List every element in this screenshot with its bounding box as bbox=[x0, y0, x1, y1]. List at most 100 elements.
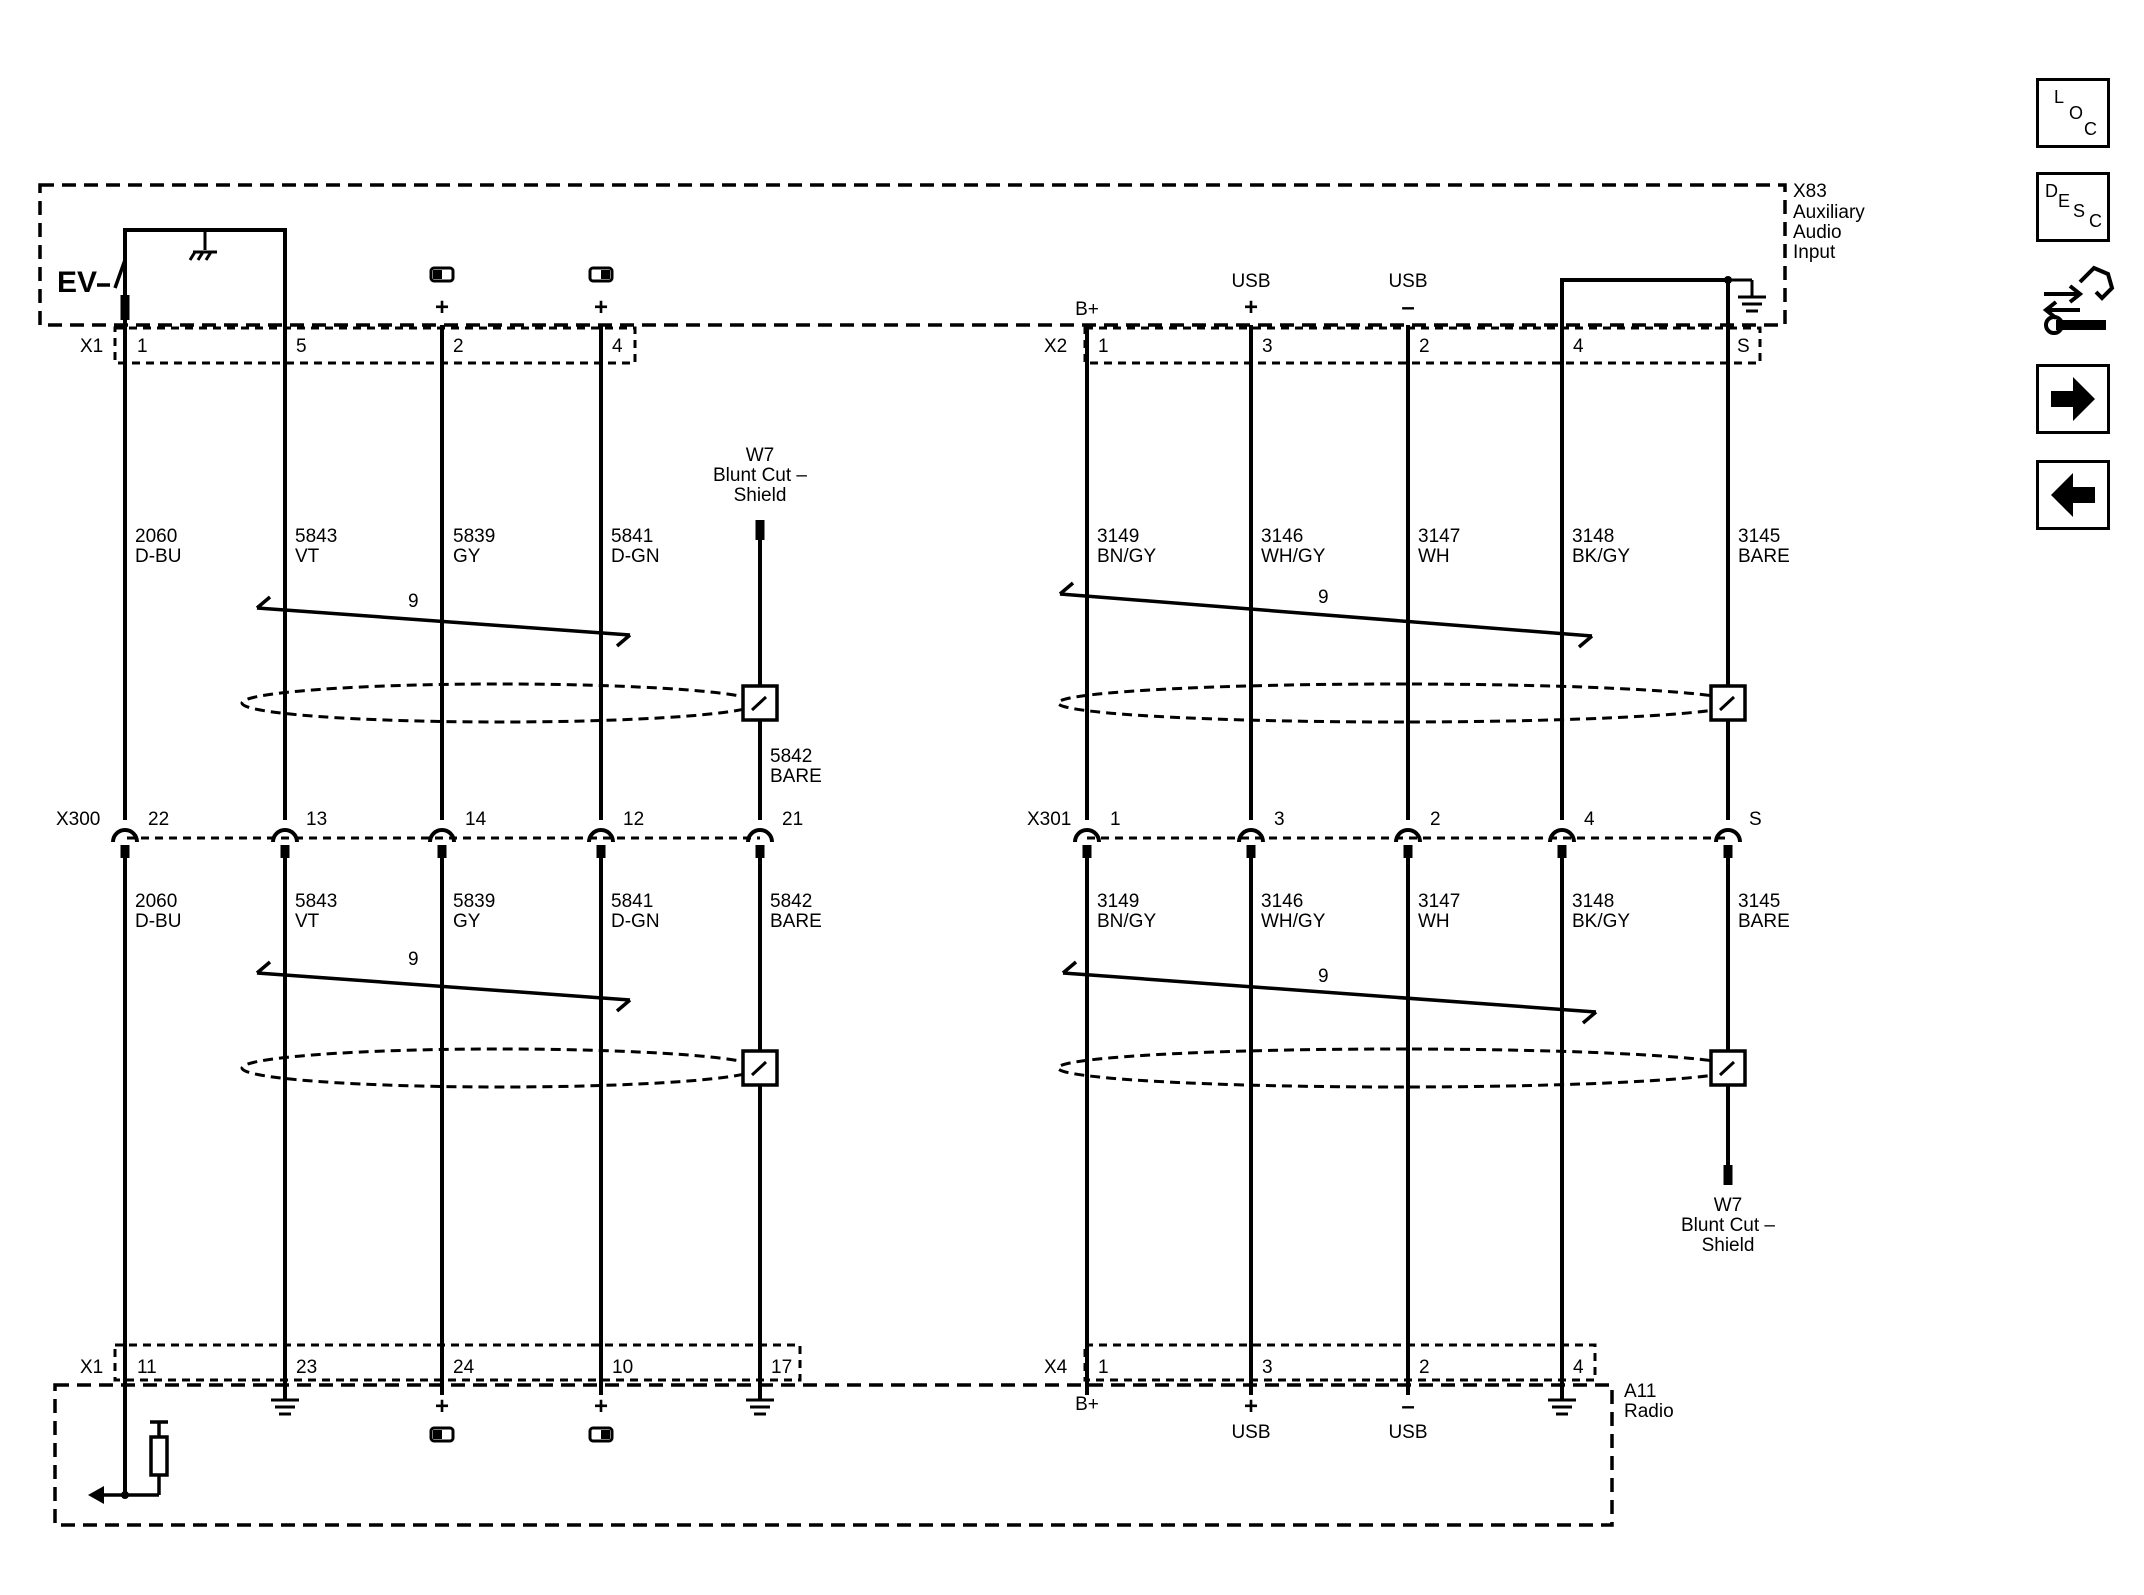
wire-color: WH/GY bbox=[1261, 911, 1326, 932]
shield-ground-icon bbox=[1728, 278, 1766, 313]
back-button[interactable] bbox=[2036, 460, 2110, 530]
upper-wire-labels: 2060 D-BU 5843 VT 5839 GY 5841 D-GN 3149… bbox=[135, 526, 1790, 787]
desc-letter: D bbox=[2045, 181, 2058, 201]
wire-circuit: 2060 bbox=[135, 891, 177, 912]
inline-terminal-arcs bbox=[111, 828, 1742, 843]
wire-circuit: 3148 bbox=[1572, 526, 1614, 547]
connector-outlines bbox=[113, 326, 1762, 1382]
connector-x2-top: X2 bbox=[1044, 336, 1067, 357]
pin-number: 21 bbox=[782, 809, 803, 830]
wire-color: BARE bbox=[1738, 911, 1790, 932]
terminal-b-plus: B+ bbox=[1075, 1394, 1099, 1415]
terminal-usb: USB bbox=[1388, 271, 1427, 292]
radio-input-resistor-icon bbox=[95, 1420, 169, 1497]
wire-color: BARE bbox=[1738, 546, 1790, 567]
pin-number: 4 bbox=[1573, 336, 1584, 357]
twist-label: 9 bbox=[1318, 587, 1329, 608]
w7-line2: Shield bbox=[1702, 1235, 1755, 1256]
wire-circuit: 5841 bbox=[611, 891, 653, 912]
a11-ref: A11 bbox=[1624, 1381, 1656, 1402]
pin-number: 17 bbox=[771, 1357, 792, 1378]
pin-number: 3 bbox=[1274, 809, 1285, 830]
desc-letter: S bbox=[2073, 201, 2086, 221]
connector-x1-bottom: X1 bbox=[80, 1357, 103, 1378]
wire-circuit: 3146 bbox=[1261, 891, 1303, 912]
wire-circuit: 5842 bbox=[770, 891, 812, 912]
twist-label: 9 bbox=[1318, 966, 1329, 987]
wire-color: GY bbox=[453, 911, 481, 932]
terminal-usb: USB bbox=[1388, 1422, 1427, 1443]
pin-number: 1 bbox=[1098, 336, 1109, 357]
wire-circuit: 3147 bbox=[1418, 891, 1460, 912]
wire-circuit: 5843 bbox=[295, 526, 337, 547]
wire-circuit: 5842 bbox=[770, 746, 812, 767]
wire-circuit: 3145 bbox=[1738, 891, 1780, 912]
terminal-stubs bbox=[120, 295, 1733, 1185]
w7-line1: Blunt Cut – bbox=[1681, 1215, 1775, 1236]
pin-number: 3 bbox=[1262, 336, 1273, 357]
twist-label: 9 bbox=[408, 591, 419, 612]
wire-color: BN/GY bbox=[1097, 911, 1156, 932]
wire-color: GY bbox=[453, 546, 481, 567]
wire-color: WH bbox=[1418, 546, 1450, 567]
loc-letter: L bbox=[2054, 87, 2065, 107]
loc-button[interactable]: L O C bbox=[2036, 78, 2110, 148]
terminal-plus: + bbox=[1244, 294, 1258, 321]
chassis-ground-icon bbox=[188, 230, 217, 261]
input-arrow-icon bbox=[88, 1486, 104, 1504]
wire-circuit: 3149 bbox=[1097, 526, 1139, 547]
terminal-plus: + bbox=[594, 294, 608, 321]
wire-circuit: 3147 bbox=[1418, 526, 1460, 547]
ev-switch-icon bbox=[97, 259, 127, 289]
wire-color: BK/GY bbox=[1572, 546, 1630, 567]
twist-marks bbox=[255, 581, 1598, 1025]
shield-ellipses bbox=[240, 682, 1740, 1089]
wire-circuit: 2060 bbox=[135, 526, 177, 547]
shield-drain-boxes bbox=[741, 684, 1747, 1087]
pin-number: 4 bbox=[1584, 809, 1595, 830]
loc-letter: C bbox=[2084, 119, 2097, 139]
lower-wire-labels: 2060 D-BU 5843 VT 5839 GY 5841 D-GN 5842… bbox=[135, 891, 1790, 932]
x83-name-line3: Input bbox=[1793, 242, 1836, 263]
x83-component-box bbox=[38, 183, 1787, 327]
pin-number: 24 bbox=[453, 1357, 475, 1378]
pin-number: 5 bbox=[296, 336, 307, 357]
pin-number: 4 bbox=[612, 336, 623, 357]
wire-color: BARE bbox=[770, 766, 822, 787]
wire-circuit: 5843 bbox=[295, 891, 337, 912]
w7-line1: Blunt Cut – bbox=[713, 465, 807, 486]
wires bbox=[123, 228, 1730, 1495]
connector-x4-bottom: X4 bbox=[1044, 1357, 1068, 1378]
x83-terminal-symbols bbox=[429, 266, 614, 283]
pin-number: S bbox=[1737, 336, 1750, 357]
connector-x1-top: X1 bbox=[80, 336, 103, 357]
wire-color: BARE bbox=[770, 911, 822, 932]
w7-line2: Shield bbox=[734, 485, 787, 506]
x83-name-line2: Audio bbox=[1793, 222, 1842, 243]
loc-letter: O bbox=[2069, 103, 2084, 123]
terminal-minus: – bbox=[1401, 1393, 1414, 1420]
a11-terminal-symbols bbox=[429, 1426, 614, 1443]
terminal-usb: USB bbox=[1231, 271, 1270, 292]
a11-name: Radio bbox=[1624, 1401, 1674, 1422]
wire-circuit: 3146 bbox=[1261, 526, 1303, 547]
x83-ref: X83 bbox=[1793, 181, 1827, 202]
splice-dot bbox=[1724, 276, 1732, 284]
desc-letter: E bbox=[2058, 191, 2071, 211]
desc-button[interactable]: D E S C bbox=[2036, 172, 2110, 242]
terminal-plus: + bbox=[435, 1393, 449, 1420]
pin-number: 1 bbox=[1110, 809, 1121, 830]
desc-letter: C bbox=[2089, 211, 2102, 231]
pin-number: 3 bbox=[1262, 1357, 1273, 1378]
connector-x300: X300 bbox=[56, 809, 100, 830]
pin-number: 12 bbox=[623, 809, 644, 830]
wire-circuit: 5839 bbox=[453, 526, 495, 547]
pin-number: 14 bbox=[465, 809, 487, 830]
pin-number: S bbox=[1749, 809, 1762, 830]
wire-color: D-GN bbox=[611, 546, 660, 567]
wire-color: D-GN bbox=[611, 911, 660, 932]
twist-label: 9 bbox=[408, 949, 419, 970]
connector-tool-button[interactable] bbox=[2036, 260, 2116, 340]
next-button[interactable] bbox=[2036, 364, 2110, 434]
ev-label: EV bbox=[57, 266, 97, 299]
